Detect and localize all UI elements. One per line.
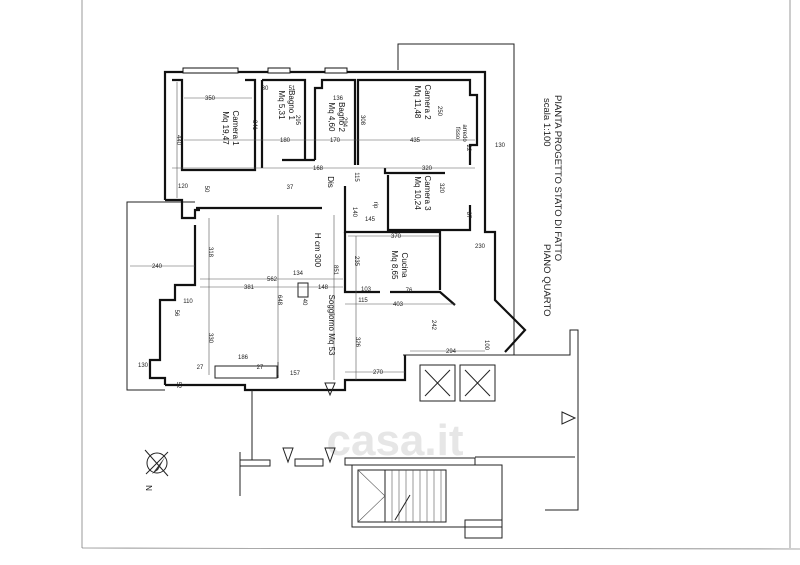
dimension: 242 [430,320,436,331]
dimension: 170 [330,138,341,144]
title-line-2: PIANO QUARTO [541,244,552,317]
dimension: 350 [205,96,216,102]
dimension: 341 [251,120,257,131]
room-area-camera-1: Mq 19,47 [221,111,230,145]
dimension: 110 [183,299,193,305]
room-name-rip: rip [372,202,378,209]
sheet-frame [81,0,800,550]
dimension: 294 [341,117,347,128]
staircase [351,464,503,539]
dimension: 27 [197,365,204,371]
dimension: 76 [406,288,413,294]
title-scale: scala 1:100 [541,98,552,147]
dimension: 403 [393,302,404,308]
dimension: 308 [359,115,365,126]
north-compass-icon [144,449,169,477]
balcony-left [126,201,195,391]
dimension: 148 [318,285,329,291]
dimension: 435 [410,138,421,144]
arrow-icon [282,447,294,464]
arrow-icon [561,411,577,425]
dimension: 130 [495,143,506,149]
dimension: 168 [313,166,324,172]
drawing-title: PIANTA PROGETTO STATO DI FATTO PIANO QUA… [541,95,563,317]
room-labels: Camera 1 Mq 19,47 Bagno 1 Mq 5,31 Bagno … [221,84,467,356]
dimension: 370 [391,234,402,240]
dimension: 145 [365,217,376,223]
room-name-cucina: Cucina [400,253,409,278]
dimension: 318 [207,247,213,258]
room-area-cucina: Mq 8,65 [390,251,399,280]
room-name-camera-3: Camera 3 [423,175,432,211]
dimension: 100 [483,340,489,351]
dimension: 294 [446,349,457,355]
dimension: 115 [353,172,359,182]
dimension: 230 [475,244,486,250]
room-name-dis: Dis [326,176,335,188]
dimension: 51 [289,86,296,92]
arrow-icon [324,447,336,464]
dimension: 103 [361,287,372,293]
dimension: 648 [276,295,282,306]
dimension: 326 [354,337,360,348]
dimension: 440 [175,135,181,146]
dimension: 851 [332,265,338,276]
room-name-soggiorno: Soggiorno Mq 53 [327,295,336,356]
ceiling-height: H cm 300 [313,233,322,268]
dimension: 134 [293,271,304,277]
dimension: 295 [294,115,300,126]
watermark: casa.it [327,416,464,465]
dimension: 240 [152,264,163,270]
terrace-right [397,43,579,511]
room-name-bagno-2: Bagno 2 [337,102,346,132]
dimension: 30 [262,86,269,92]
dimension: 320 [422,166,433,172]
dimension: 130 [138,363,149,369]
room-area-bagno-1: Mq 5,31 [277,91,286,120]
dimension: 235 [353,256,359,267]
dimension: 52 [175,382,181,389]
dimension: 120 [178,184,189,190]
dimension: 50 [203,186,209,193]
title-line-1: PIANTA PROGETTO STATO DI FATTO [552,95,563,261]
dimension: 320 [438,183,444,194]
dimension: 250 [436,106,442,117]
room-area-camera-2: Mq 11,48 [413,86,422,119]
dimension: 115 [358,298,368,304]
dimension: 22 [465,145,471,152]
dimension: 186 [238,355,249,361]
dimension: 40 [301,299,307,306]
elevators [419,364,496,402]
room-area-camera-3: Mq 10,24 [413,176,422,210]
room-area-bagno-2: Mq 4,60 [327,103,336,132]
dimension: 180 [280,138,291,144]
dimension: 140 [351,207,357,218]
north-label: N [144,485,153,491]
interior-walls [172,78,500,379]
arredo-label: arredo [461,124,467,142]
fisso-label: fisso [454,127,460,140]
room-name-camera-2: Camera 2 [423,84,432,120]
chimney-flue [297,282,309,298]
dimension-labels: 350 440 341 30 51 295 180 136 294 170 30… [138,86,506,389]
dimension-lines [130,82,485,380]
exterior-walls [148,67,527,392]
dimension: 330 [207,333,213,344]
dimension: 562 [267,277,278,283]
dimension: 87 [465,212,471,219]
dimension: 27 [257,365,264,371]
dimension: 136 [333,96,344,102]
dimension: 157 [290,371,301,377]
dimension: 56 [173,310,179,317]
dimension: 381 [244,285,255,291]
room-name-bagno-1: Bagno 1 [287,90,296,120]
dimension: 270 [373,370,384,376]
entrance-arrow-icon [324,382,336,397]
room-name-camera-1: Camera 1 [231,110,240,146]
dimension: 37 [287,185,294,191]
